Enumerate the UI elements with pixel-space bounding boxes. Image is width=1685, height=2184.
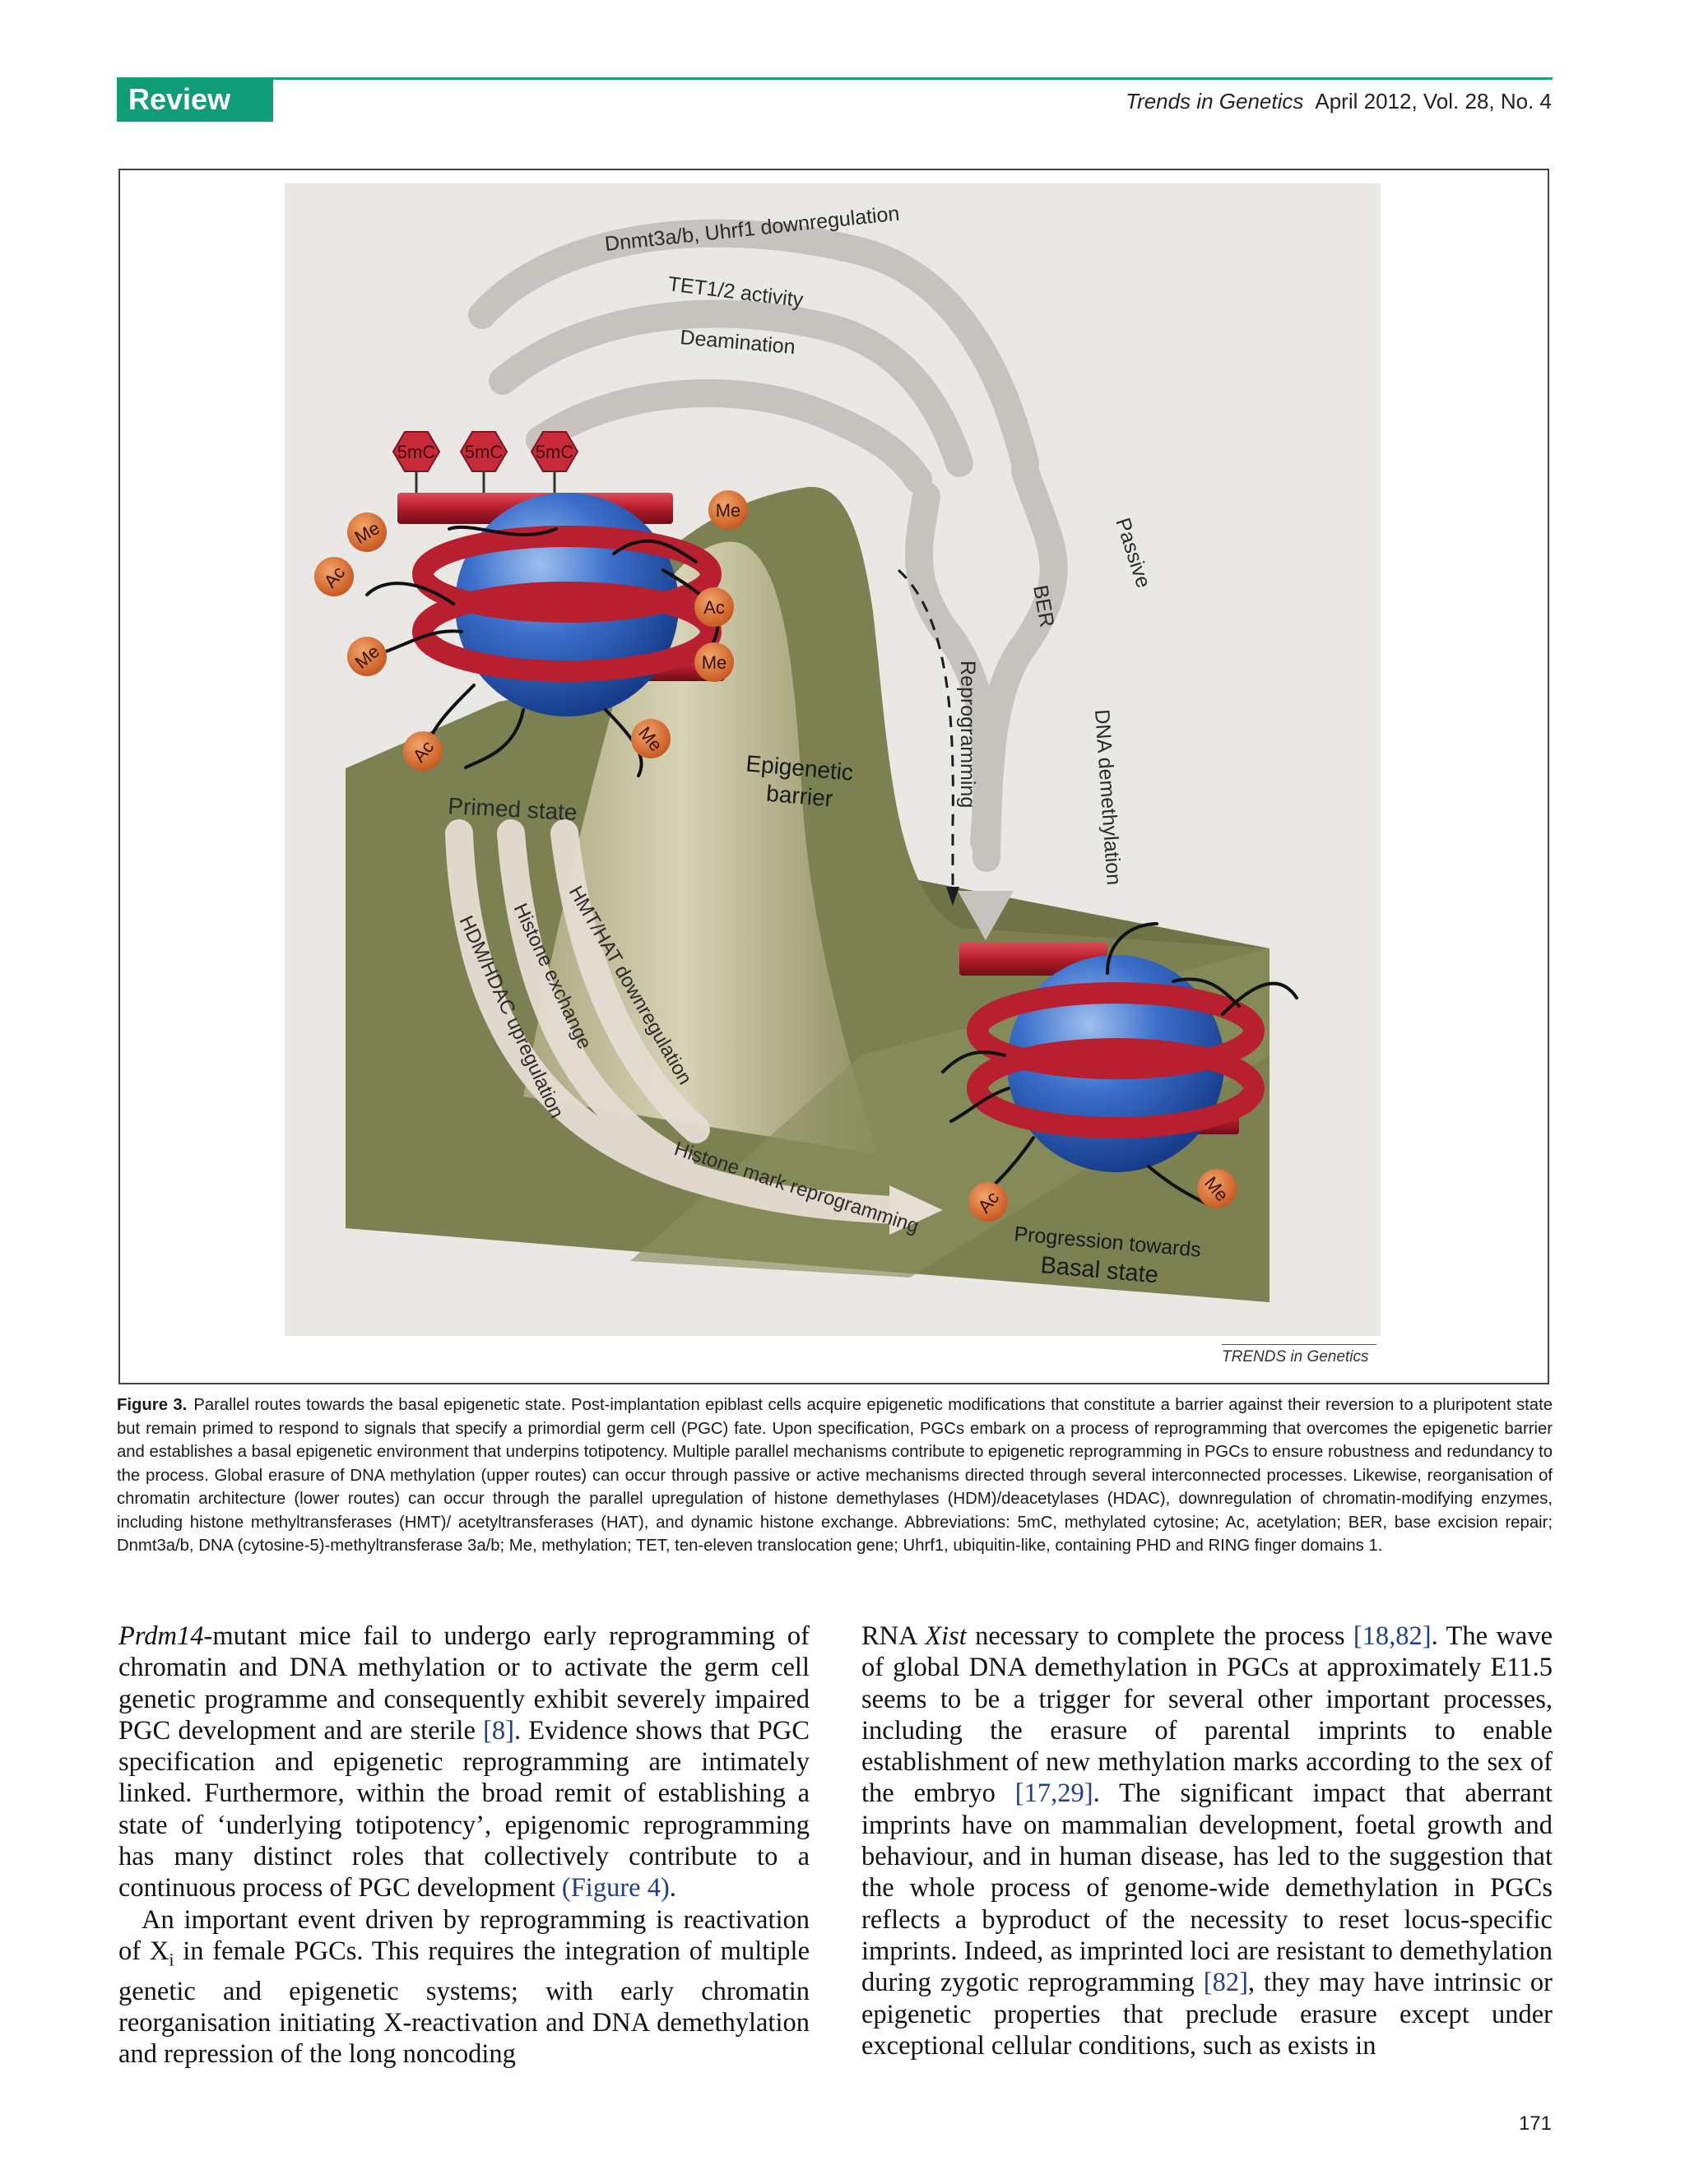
5mc-hexagon — [530, 431, 579, 472]
barrier-label: barrier — [765, 781, 833, 812]
basal-nucleosome: Ac Me — [941, 922, 1298, 1222]
histone-mark-arrowhead — [889, 1185, 943, 1235]
mark-ac-label: Ac — [703, 597, 725, 618]
mark-me — [694, 642, 734, 682]
header-rule — [273, 77, 1553, 80]
mark-ac — [694, 587, 734, 627]
figure-illustration: 5mC 5mC 5mC Me Ac Me Ac Me Me Ac Me — [285, 183, 1381, 1336]
caption-text: Parallel routes towards the basal epigen… — [117, 1396, 1553, 1555]
body-column-right: RNA Xist necessary to complete the proce… — [861, 1621, 1553, 2061]
5mc-label: 5mC — [397, 442, 436, 462]
mark-ac — [403, 731, 443, 771]
route-label-reprogramming: Reprogramming — [956, 661, 979, 808]
gene-name: Xist — [925, 1621, 967, 1651]
paragraph: RNA Xist necessary to complete the proce… — [861, 1621, 1553, 2061]
dna-loop — [412, 526, 722, 623]
mark-me-label: Me — [716, 500, 741, 521]
page-number: 171 — [1518, 2112, 1552, 2135]
citation-link[interactable]: [82] — [1203, 1968, 1248, 1998]
mark-me — [708, 490, 748, 530]
mark-ac — [314, 557, 354, 596]
mark-me — [347, 512, 387, 552]
reprogramming-arrowhead — [946, 887, 959, 906]
figure-credit: TRENDS in Genetics — [1222, 1344, 1376, 1366]
citation-link[interactable]: [8] — [483, 1715, 514, 1746]
paragraph: Prdm14-mutant mice fail to undergo early… — [118, 1621, 810, 1904]
dna-loop — [967, 1038, 1265, 1138]
citation-link[interactable]: [18,82] — [1353, 1621, 1432, 1651]
gene-name: Prdm14 — [118, 1621, 204, 1651]
journal-info: Trends in Genetics April 2012, Vol. 28, N… — [1126, 89, 1552, 114]
5mc-label: 5mC — [536, 442, 574, 462]
dna-loop — [967, 982, 1265, 1079]
subscript: i — [169, 1949, 174, 1970]
paragraph: An important event driven by reprogrammi… — [118, 1904, 810, 2070]
mark-ac — [968, 1182, 1008, 1222]
text-run: in female PGCs. This requires the integr… — [118, 1936, 810, 2070]
body-column-left: Prdm14-mutant mice fail to undergo early… — [118, 1621, 810, 2070]
dna-demethylation-arrowhead — [958, 891, 1014, 940]
section-tag: Review — [117, 77, 273, 122]
text-run: , they may have intrinsic or epigenetic … — [861, 1968, 1553, 2061]
upper-routes — [468, 219, 1068, 872]
lower-routes — [445, 819, 907, 1224]
figure-frame — [118, 169, 1549, 1384]
mark-me — [631, 719, 671, 758]
reprogramming-arrow — [897, 568, 954, 889]
text-run: necessary to complete the process — [966, 1621, 1353, 1651]
journal-issue: April 2012, Vol. 28, No. 4 — [1315, 89, 1552, 114]
mark-me — [1197, 1169, 1237, 1208]
caption-label: Figure 3. — [117, 1396, 188, 1414]
text-run: RNA — [861, 1621, 926, 1651]
text-run: -mutant mice fail to undergo early repro… — [118, 1621, 810, 1746]
5mc-hexagon — [392, 431, 441, 472]
primed-nucleosome: 5mC 5mC 5mC Me Ac Me Ac Me Me Ac Me — [314, 431, 748, 777]
figure-link[interactable]: (Figure 4) — [561, 1873, 670, 1903]
5mc-hexagon — [459, 431, 508, 472]
5mc-label: 5mC — [465, 442, 504, 462]
mark-me-label: Me — [702, 652, 727, 673]
mark-me — [347, 637, 387, 676]
text-run: An important event driven by reprogrammi… — [118, 1904, 810, 1966]
text-run: . Evidence shows that PGC specification … — [118, 1715, 810, 1903]
text-run: . The wave of global DNA demethylation i… — [861, 1621, 1553, 1809]
journal-name: Trends in Genetics — [1126, 89, 1304, 114]
citation-link[interactable]: [17,29] — [1014, 1778, 1093, 1809]
text-run: . — [669, 1873, 676, 1903]
dna-loop — [412, 582, 722, 682]
figure-caption: Figure 3.Parallel routes towards the bas… — [117, 1393, 1553, 1558]
text-run: . The significant impact that aberrant i… — [861, 1778, 1553, 1998]
